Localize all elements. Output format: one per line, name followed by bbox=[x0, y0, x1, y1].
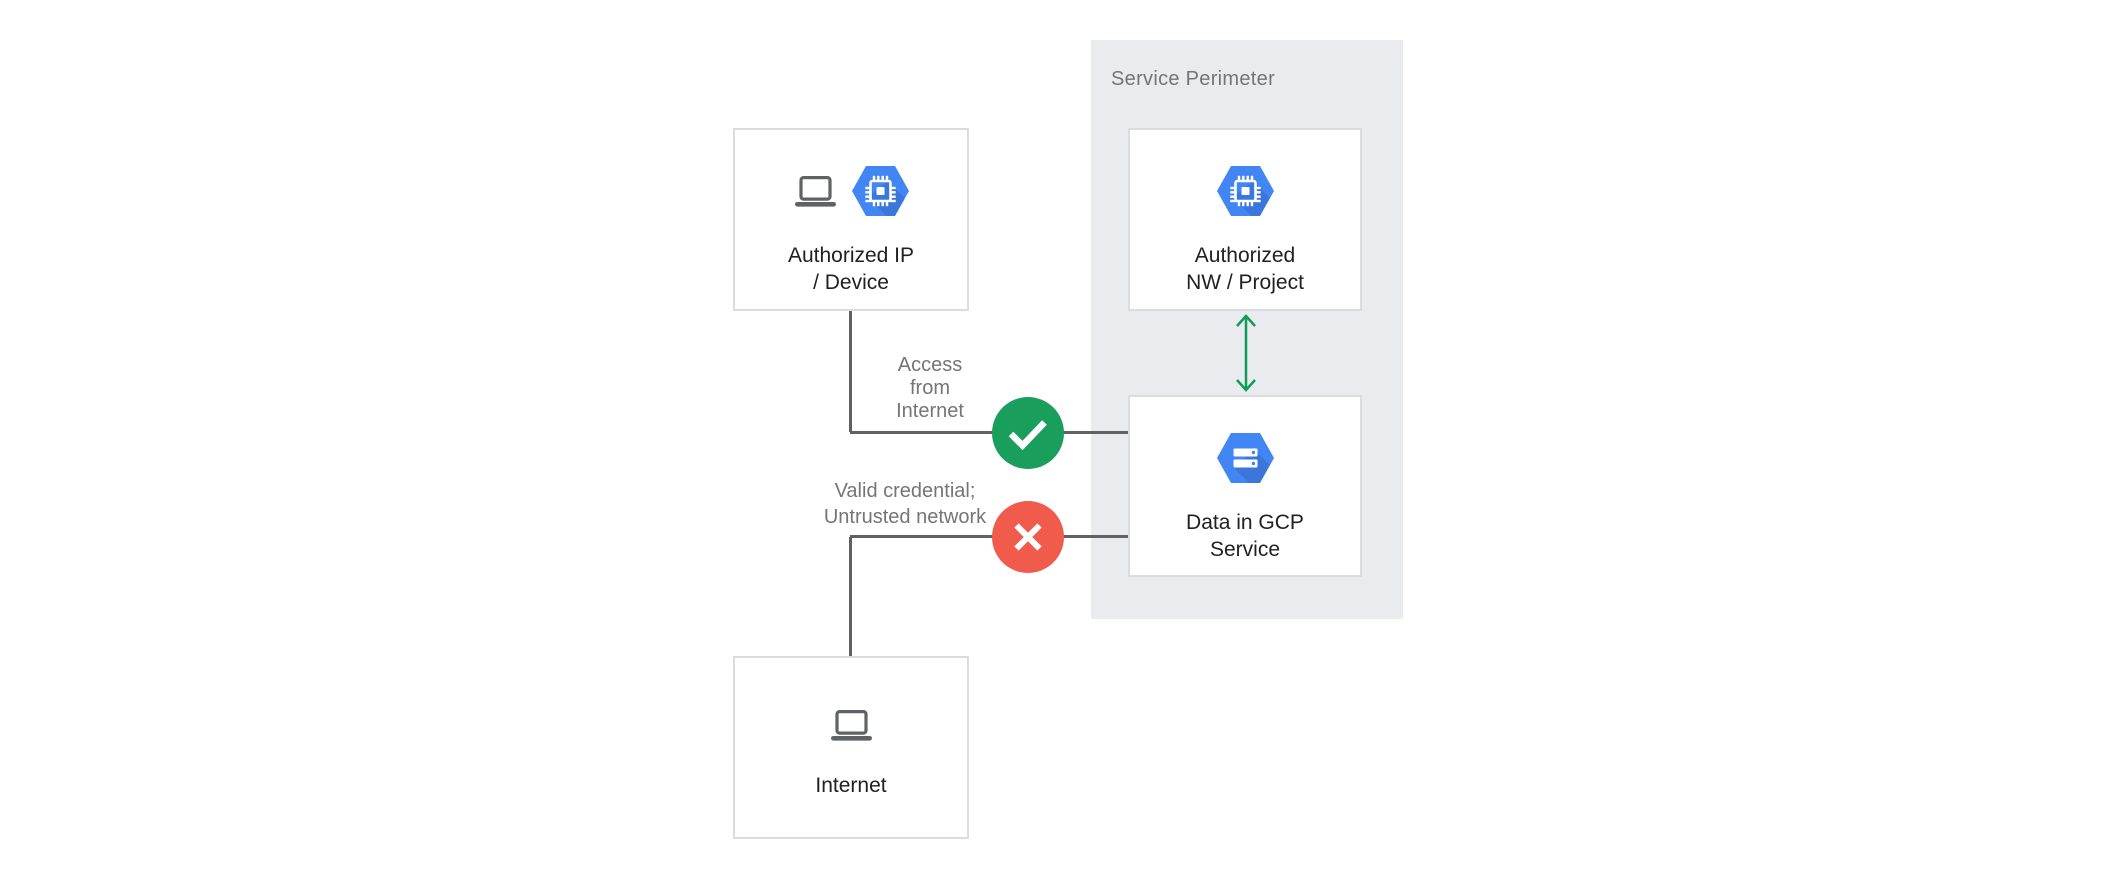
node-label: Internet bbox=[815, 774, 887, 797]
compute-engine-icon bbox=[852, 166, 909, 216]
node-icon-row bbox=[1216, 433, 1274, 483]
node-label: Authorized IP / Device bbox=[787, 244, 915, 294]
laptop-icon bbox=[795, 175, 836, 207]
node-internet: Internet bbox=[733, 656, 969, 839]
edge-label-access-from-internet: Access from Internet bbox=[896, 354, 964, 422]
node-icon-row bbox=[793, 166, 909, 216]
node-icon-row bbox=[829, 708, 874, 742]
bidirectional-arrow-icon bbox=[1236, 314, 1256, 392]
node-authorized-nw-project: Authorized NW / Project bbox=[1128, 128, 1362, 311]
laptop-icon bbox=[830, 709, 872, 741]
check-icon bbox=[1008, 420, 1047, 451]
edge-line-internet-up bbox=[849, 537, 852, 656]
edge-label-valid-credential: Valid credential; Untrusted network bbox=[823, 480, 987, 528]
node-icon-row bbox=[1216, 166, 1274, 216]
cloud-storage-icon bbox=[1216, 433, 1274, 483]
service-perimeter-label: Service Perimeter bbox=[1111, 68, 1276, 90]
edge-line-allowed-horizontal bbox=[850, 431, 1128, 434]
node-label: Data in GCP Service bbox=[1186, 511, 1304, 561]
allowed-status-badge bbox=[992, 397, 1064, 469]
node-label: Authorized NW / Project bbox=[1186, 244, 1304, 294]
cross-icon bbox=[1014, 523, 1042, 551]
edge-line-denied-horizontal bbox=[850, 535, 1128, 538]
denied-status-badge bbox=[992, 501, 1064, 573]
node-authorized-ip-device: Authorized IP / Device bbox=[733, 128, 969, 311]
edge-line-authorized-ip-down bbox=[849, 311, 852, 432]
node-data-in-gcp-service: Data in GCP Service bbox=[1128, 395, 1362, 577]
compute-engine-icon bbox=[1216, 166, 1274, 216]
